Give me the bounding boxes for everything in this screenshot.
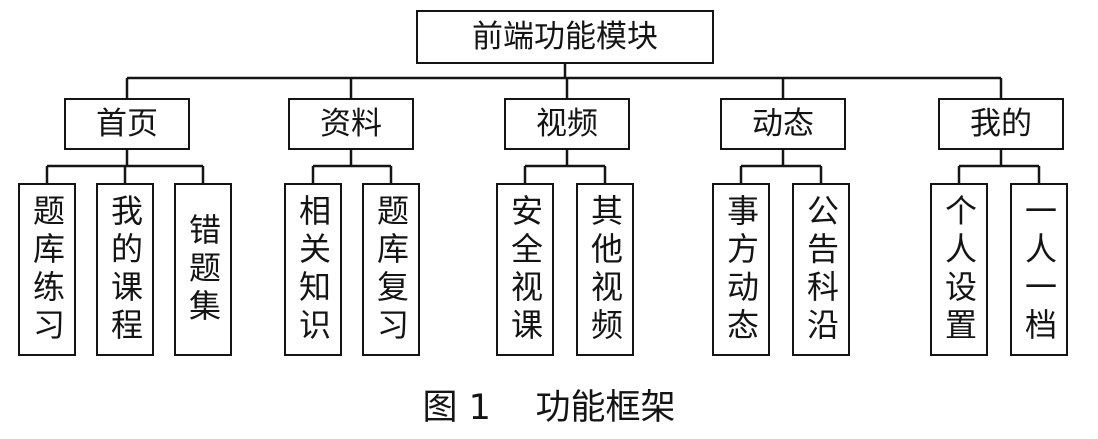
leaf-node: 公告科沿: [792, 183, 850, 356]
leaf-node: 相关知识: [284, 183, 342, 356]
leaf-label: 事方动态: [722, 193, 760, 346]
leaf-label: 一人一档: [1020, 193, 1058, 346]
leaf-node: 题库复习: [362, 183, 420, 356]
module-node-materials: 资料: [288, 98, 414, 150]
leaf-node: 其他视频: [576, 183, 634, 356]
leaf-label: 个人设置: [940, 193, 978, 346]
leaf-node: 错题集: [174, 183, 232, 356]
leaf-node: 我的课程: [96, 183, 154, 356]
leaf-node: 一人一档: [1010, 183, 1068, 356]
root-node: 前端功能模块: [416, 10, 714, 64]
leaf-label: 相关知识: [294, 193, 332, 346]
leaf-node: 安全视课: [496, 183, 554, 356]
figure-caption: 图 1 功能框架: [422, 387, 676, 428]
leaf-label: 安全视课: [506, 193, 544, 346]
leaf-node: 个人设置: [930, 183, 988, 356]
leaf-label: 题库复习: [372, 193, 410, 346]
leaf-label: 其他视频: [586, 193, 624, 346]
module-node-news: 动态: [720, 98, 846, 150]
module-node-home: 首页: [64, 98, 190, 150]
leaf-label: 我的课程: [106, 193, 144, 346]
module-node-mine: 我的: [938, 98, 1064, 150]
leaf-label: 公告科沿: [802, 193, 840, 346]
leaf-label: 题库练习: [28, 193, 66, 346]
leaf-label: 错题集: [184, 212, 222, 327]
leaf-node: 事方动态: [712, 183, 770, 356]
leaf-node: 题库练习: [18, 183, 76, 356]
module-node-video: 视频: [504, 98, 630, 150]
